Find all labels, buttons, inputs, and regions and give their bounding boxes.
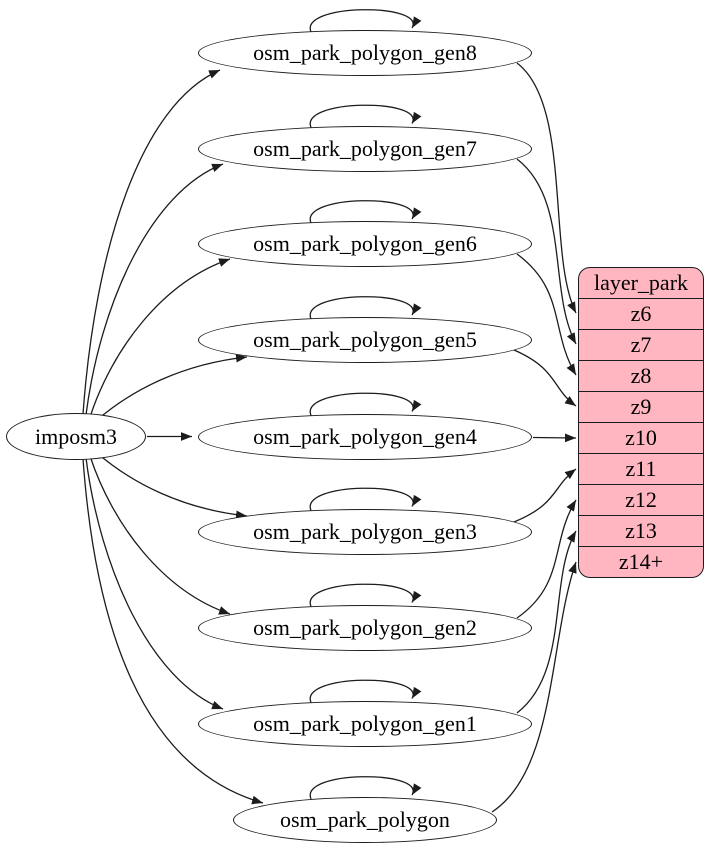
node-osm-park-polygon: osm_park_polygon [233, 797, 497, 843]
node-osm-park-polygon-gen1: osm_park_polygon_gen1 [198, 700, 532, 747]
layer-park-row-z7: z7 [579, 329, 703, 360]
node-label: osm_park_polygon_gen2 [253, 614, 477, 640]
node-label: imposm3 [35, 423, 117, 449]
edge-imposm3-to-osm-park-polygon-gen1 [85, 457, 224, 710]
node-label: osm_park_polygon_gen7 [253, 135, 477, 161]
node-label: osm_park_polygon_gen8 [253, 40, 477, 65]
edge-osm-park-polygon-gen5-to-osm-park-polygon-gen5 [309, 296, 422, 320]
layer-park-row-z10: z10 [579, 422, 703, 453]
edges-group [82, 9, 577, 813]
edge-osm-park-polygon-gen3-to-osm-park-polygon-gen3 [309, 487, 422, 511]
edge-osm-park-polygon-to-osm-park-polygon [309, 776, 422, 800]
layer-park-row-z6: z6 [579, 298, 703, 329]
edge-osm-park-polygon-gen4-to-osm-park-polygon-gen4 [309, 392, 422, 416]
edge-osm-park-polygon-gen2-to-osm-park-polygon-gen2 [309, 583, 422, 607]
edge-imposm3-to-osm-park-polygon [82, 458, 264, 805]
node-osm-park-polygon-gen7: osm_park_polygon_gen7 [198, 125, 532, 172]
edge-osm-park-polygon-gen8-to-z6 [516, 62, 577, 314]
edge-osm-park-polygon-gen7-to-z7 [516, 158, 577, 345]
edge-osm-park-polygon-gen2-to-z12 [516, 499, 577, 619]
edge-osm-park-polygon-gen6-to-osm-park-polygon-gen6 [309, 200, 422, 224]
layer-park-title: layer_park [593, 270, 689, 295]
edge-osm-park-polygon-gen7-to-osm-park-polygon-gen7 [309, 104, 422, 128]
node-label: osm_park_polygon [280, 807, 450, 832]
layer-park-row-z14plus: z14+ [579, 546, 703, 577]
edge-osm-park-polygon-gen8-to-osm-park-polygon-gen8 [309, 9, 422, 33]
node-osm-park-polygon-gen2: osm_park_polygon_gen2 [198, 604, 532, 651]
layer-park-row-z12: z12 [579, 484, 703, 515]
edge-imposm3-to-osm-park-polygon-gen7 [85, 163, 224, 416]
node-label: osm_park_polygon_gen4 [253, 423, 477, 449]
edge-osm-park-polygon-gen6-to-z8 [516, 253, 577, 376]
edge-imposm3-to-osm-park-polygon-gen2 [89, 455, 231, 615]
node-imposm3: imposm3 [6, 413, 146, 460]
edge-imposm3-to-osm-park-polygon-gen6 [89, 258, 231, 418]
node-osm-park-polygon-gen6: osm_park_polygon_gen6 [198, 221, 532, 267]
edge-osm-park-polygon-gen3-to-z11 [513, 468, 577, 523]
edge-osm-park-polygon-gen5-to-z9 [513, 349, 577, 407]
layer-park-row-z9: z9 [579, 391, 703, 422]
edge-osm-park-polygon-gen1-to-osm-park-polygon-gen1 [309, 679, 422, 703]
edge-imposm3-to-osm-park-polygon-gen8 [82, 69, 221, 415]
node-osm-park-polygon-gen3: osm_park_polygon_gen3 [198, 508, 532, 555]
edge-imposm3-to-osm-park-polygon-gen3 [96, 452, 248, 520]
edge-osm-park-polygon-to-z14plus [491, 561, 577, 813]
layer-park-row-z11: z11 [579, 453, 703, 484]
edge-imposm3-to-osm-park-polygon-gen5 [96, 353, 248, 421]
layer-park-row-z13: z13 [579, 515, 703, 546]
node-osm-park-polygon-gen4: osm_park_polygon_gen4 [198, 413, 532, 460]
node-label: osm_park_polygon_gen1 [253, 710, 477, 736]
node-label: osm_park_polygon_gen6 [253, 231, 477, 256]
edge-osm-park-polygon-gen4-to-z10 [532, 433, 577, 443]
node-label: osm_park_polygon_gen3 [253, 518, 477, 544]
layer-park-row-z8: z8 [579, 360, 703, 391]
edge-osm-park-polygon-gen1-to-z13 [516, 530, 577, 714]
node-osm-park-polygon-gen8: osm_park_polygon_gen8 [198, 30, 532, 76]
node-label: osm_park_polygon_gen5 [253, 327, 477, 352]
node-osm-park-polygon-gen5: osm_park_polygon_gen5 [198, 317, 532, 363]
